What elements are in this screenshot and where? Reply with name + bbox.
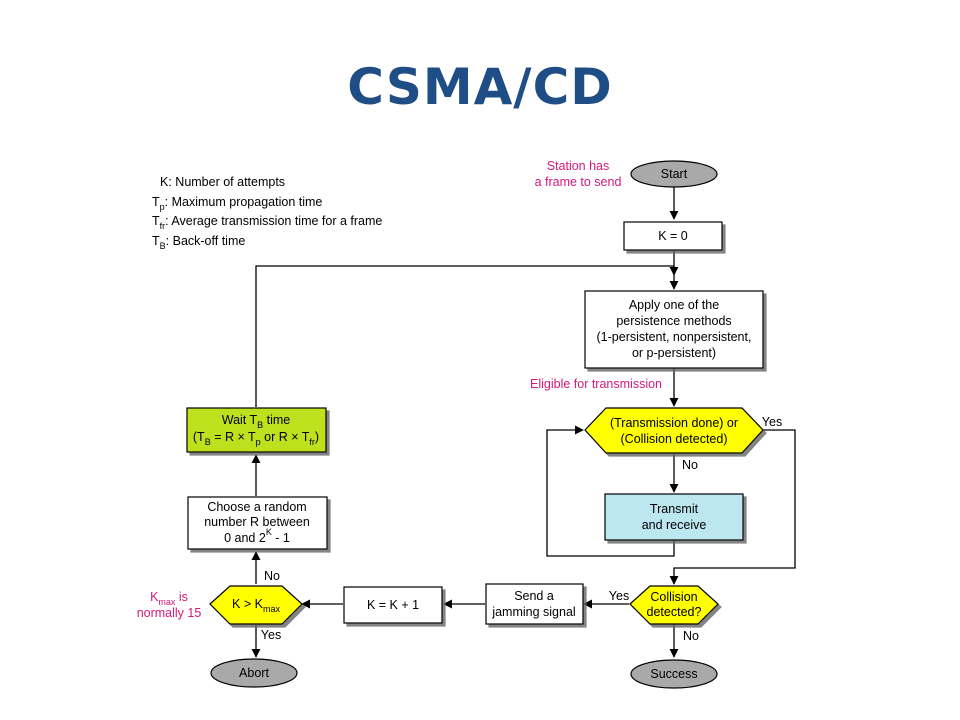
svg-text:and receive: and receive xyxy=(642,518,707,532)
svg-text:Transmit: Transmit xyxy=(650,502,699,516)
random-box: Choose a random number R between 0 and 2… xyxy=(187,496,328,550)
svg-text:(Transmission done) or: (Transmission done) or xyxy=(610,416,738,430)
start-terminal: Start xyxy=(630,160,718,188)
svg-text:Success: Success xyxy=(650,667,697,681)
edge-wait-return xyxy=(255,265,674,407)
kmax-no-label: No xyxy=(264,569,280,583)
collision-decision: Collision detected? xyxy=(629,585,719,625)
check-decision: (Transmission done) or (Collision detect… xyxy=(584,407,764,454)
edges xyxy=(251,187,796,658)
wait-box: Wait TB time (TB = R × Tp or R × Tfr) xyxy=(186,407,327,453)
kmax-note: Kmax is normally 15 xyxy=(137,590,202,620)
eligible-annotation: Eligible for transmission xyxy=(530,377,662,391)
legend-tp: Tp: Maximum propagation time xyxy=(152,195,322,212)
abort-terminal: Abort xyxy=(210,658,298,688)
persistence-box: Apply one of the persistence methods (1-… xyxy=(584,290,764,369)
legend-tfr: Tfr: Average transmission time for a fra… xyxy=(152,214,382,231)
kmax-decision: K > Kmax xyxy=(209,585,303,625)
check-yes-label: Yes xyxy=(762,415,782,429)
svg-text:Start: Start xyxy=(661,167,688,181)
svg-text:(TB = R × Tp or R × Tfr): (TB = R × Tp or R × Tfr) xyxy=(193,430,319,447)
svg-text:K = K + 1: K = K + 1 xyxy=(367,598,419,612)
svg-text:0 and 2K - 1: 0 and 2K - 1 xyxy=(224,527,290,545)
svg-text:(Collision detected): (Collision detected) xyxy=(621,432,728,446)
kmax-yes-label: Yes xyxy=(261,628,281,642)
svg-text:detected?: detected? xyxy=(647,605,702,619)
svg-text:Station has: Station has xyxy=(547,159,610,173)
page-title: CSMA/CD xyxy=(347,58,613,116)
station-annotation: Station has a frame to send xyxy=(535,159,622,189)
legend-tb: TB: Back-off time xyxy=(152,234,245,251)
transmit-box: Transmit and receive xyxy=(604,493,744,541)
edge-transmit-loop xyxy=(546,425,675,557)
collision-no-label: No xyxy=(683,629,699,643)
svg-text:Collision: Collision xyxy=(650,590,697,604)
svg-text:Abort: Abort xyxy=(239,666,269,680)
svg-text:Apply one of the: Apply one of the xyxy=(629,298,719,312)
svg-text:Choose a random: Choose a random xyxy=(207,500,306,514)
svg-text:persistence methods: persistence methods xyxy=(616,314,731,328)
svg-text:Send a: Send a xyxy=(514,589,554,603)
jamming-box: Send a jamming signal xyxy=(485,583,584,625)
svg-text:normally 15: normally 15 xyxy=(137,606,202,620)
svg-text:K = 0: K = 0 xyxy=(658,229,688,243)
collision-yes-label: Yes xyxy=(609,589,629,603)
edge-check-collision xyxy=(669,429,796,585)
svg-text:(1-persistent, nonpersistent,: (1-persistent, nonpersistent, xyxy=(597,330,752,344)
legend-k: K: Number of attempts xyxy=(160,175,285,189)
svg-text:number R between: number R between xyxy=(204,515,310,529)
success-terminal: Success xyxy=(630,659,718,689)
legend: K: Number of attempts Tp: Maximum propag… xyxy=(152,175,382,251)
check-no-label: No xyxy=(682,458,698,472)
svg-text:K > Kmax: K > Kmax xyxy=(232,597,280,614)
svg-text:jamming signal: jamming signal xyxy=(491,605,575,619)
k-increment-box: K = K + 1 xyxy=(343,586,443,624)
k-zero-box: K = 0 xyxy=(623,221,723,251)
svg-text:Kmax is: Kmax is xyxy=(150,590,188,607)
svg-text:Wait TB time: Wait TB time xyxy=(222,413,291,430)
svg-text:a frame to send: a frame to send xyxy=(535,175,622,189)
svg-text:or p-persistent): or p-persistent) xyxy=(632,346,716,360)
